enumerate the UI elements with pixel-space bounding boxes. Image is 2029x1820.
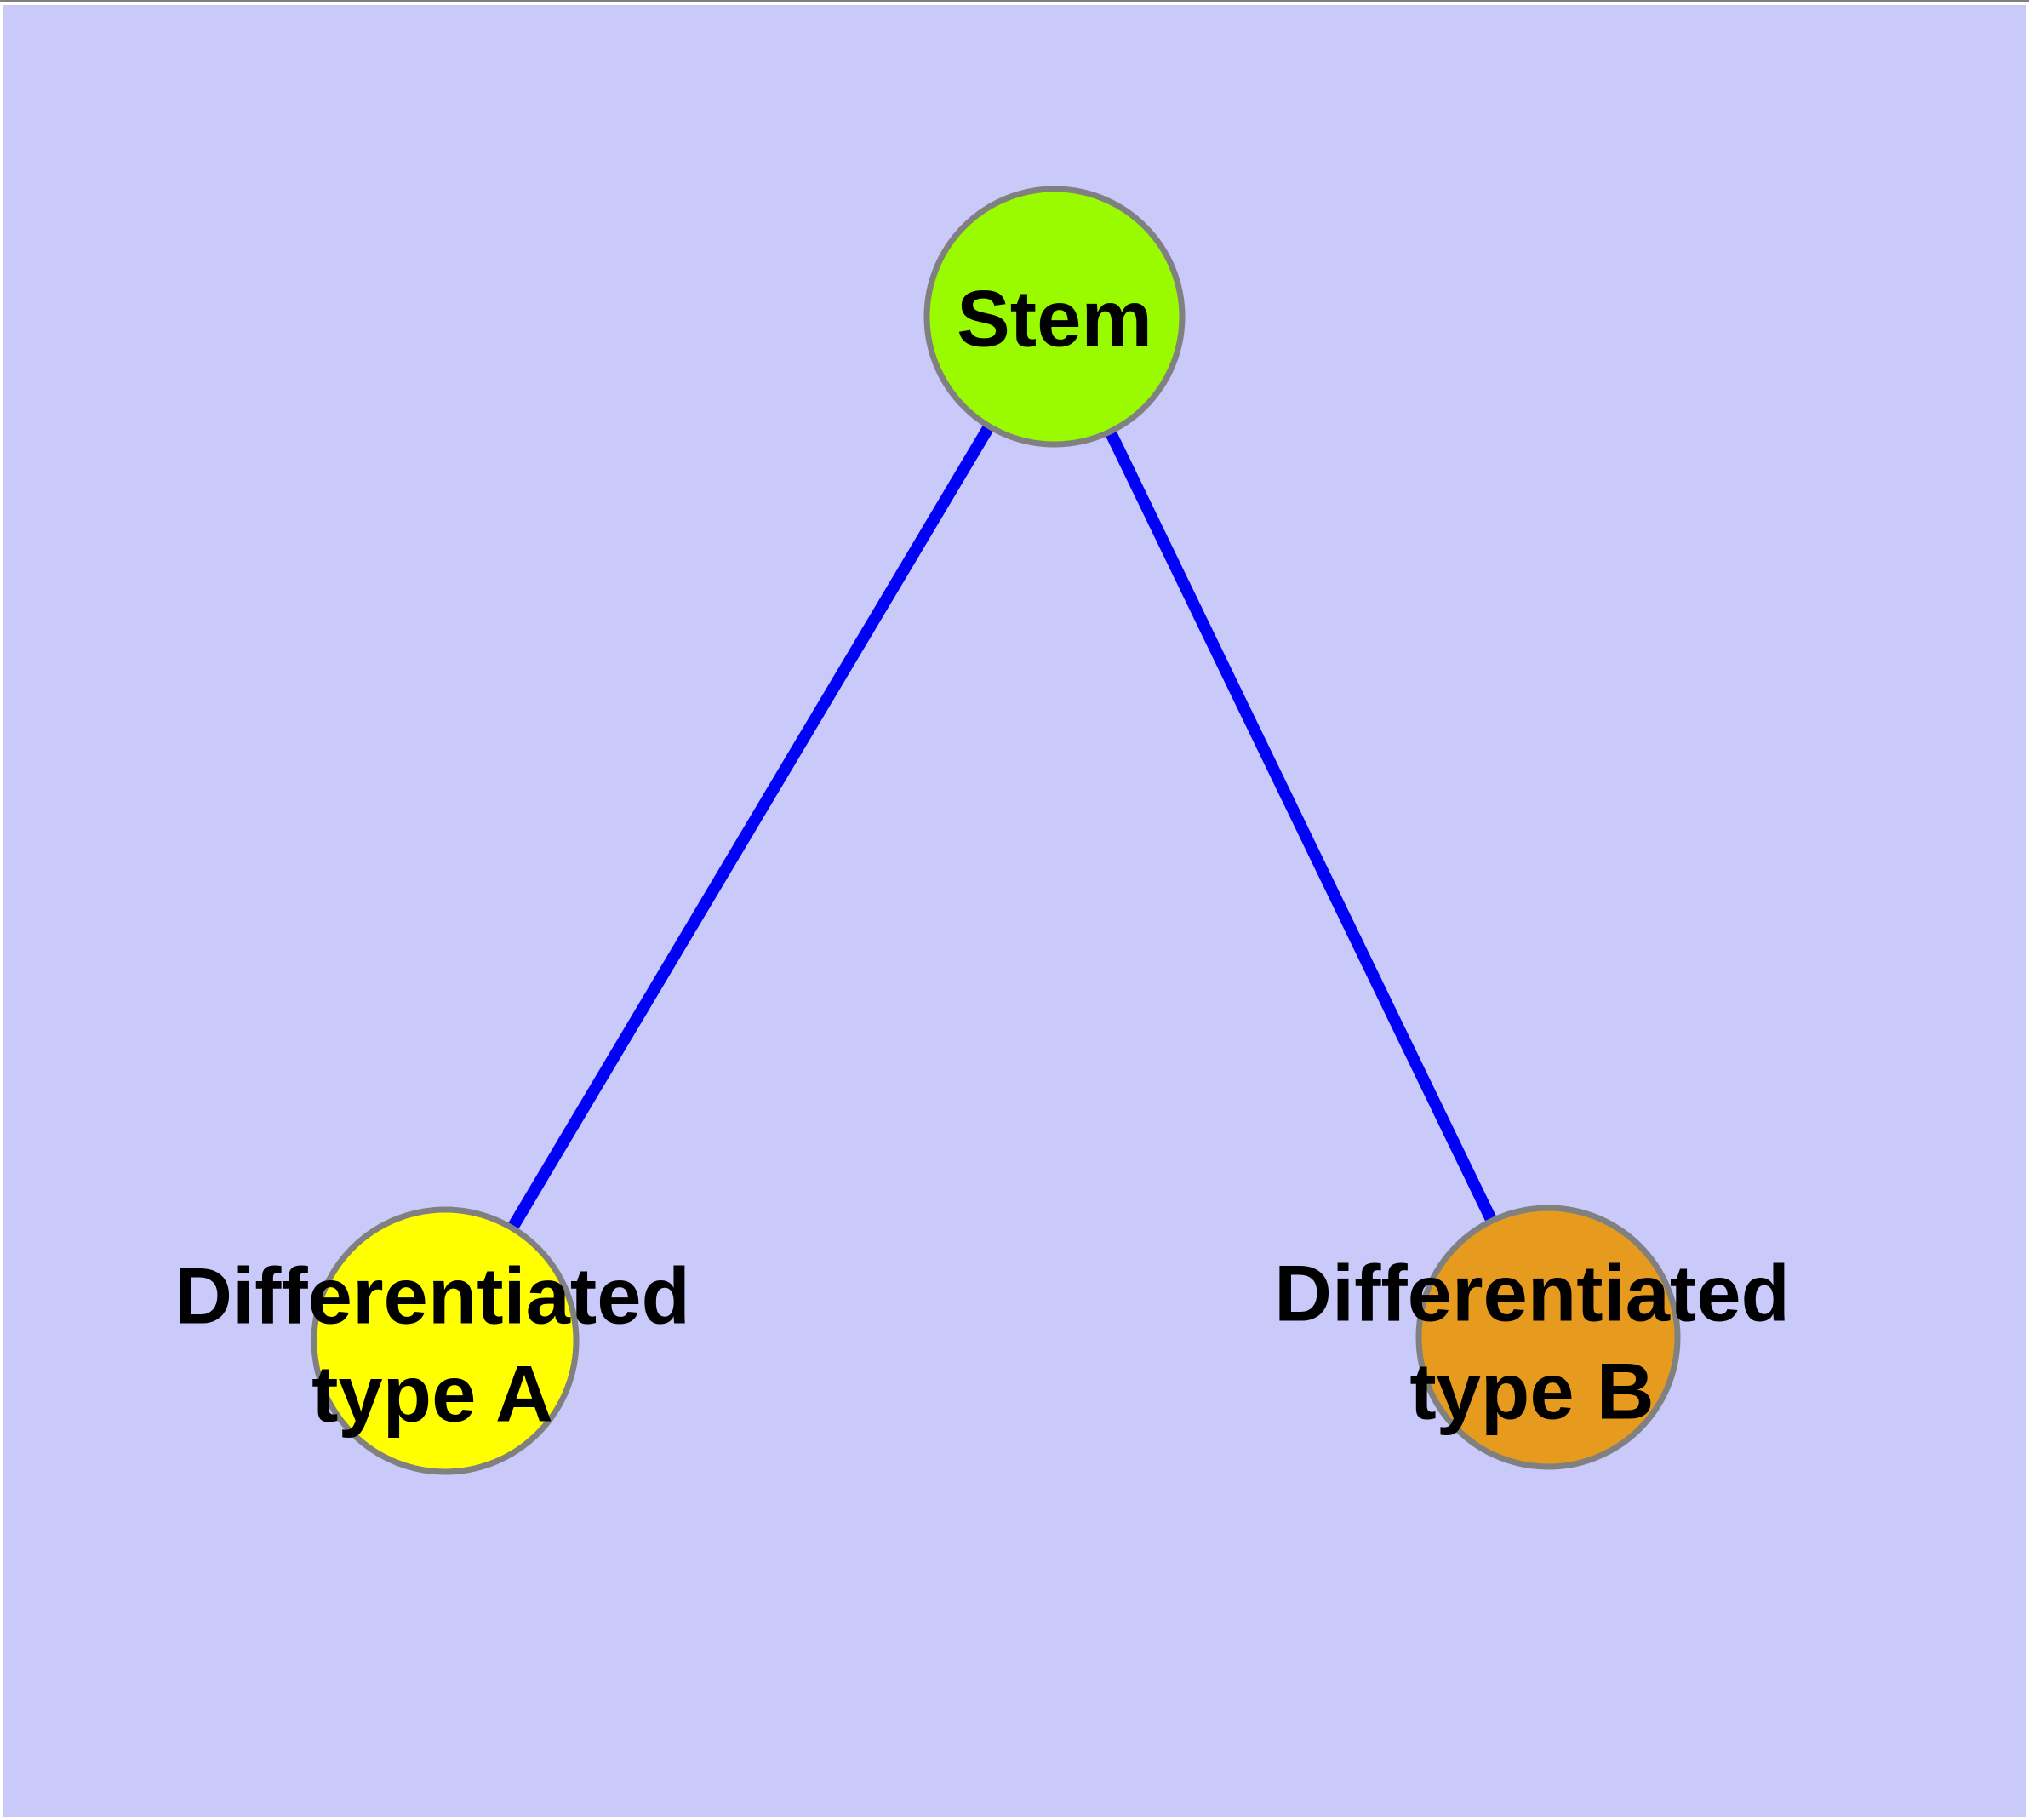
edge-stem-to-type-a [439, 313, 1060, 1344]
node-circle-stem [923, 186, 1186, 448]
node-circle-type-a [311, 1206, 580, 1475]
node-label-type-a: Differentiated type A [174, 1251, 690, 1438]
node-label-stem: Stem [957, 273, 1152, 363]
node-circle-type-b [1415, 1205, 1681, 1470]
node-label-type-b: Differentiated type B [1274, 1248, 1790, 1435]
edge-stem-to-type-b [1049, 313, 1554, 1341]
window-top-edge [0, 0, 2029, 2]
